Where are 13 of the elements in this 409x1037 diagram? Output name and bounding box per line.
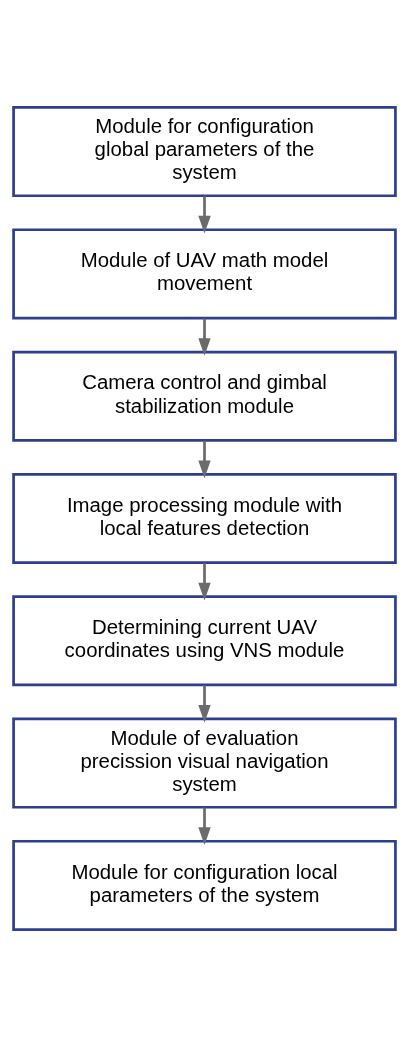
arrow xyxy=(198,196,211,234)
node-box: Camera control and gimbal stabilization module xyxy=(12,350,397,442)
arrow xyxy=(198,807,211,846)
node-box: Image processing module with local features detection xyxy=(12,472,397,564)
arrow xyxy=(198,440,211,479)
arrow xyxy=(198,318,211,356)
node-box: Determining current UAV coordinates using VNS module xyxy=(12,595,397,687)
node-box: Module of evaluation precission visual navigation system xyxy=(12,717,397,809)
arrow xyxy=(198,685,211,723)
node-box: Module for configuration local parameters of the system xyxy=(12,839,397,931)
node-box: Module for configuration global parameters of the system xyxy=(12,106,397,198)
node-box: Module of UAV math model movement xyxy=(12,228,397,320)
arrow xyxy=(198,563,211,601)
